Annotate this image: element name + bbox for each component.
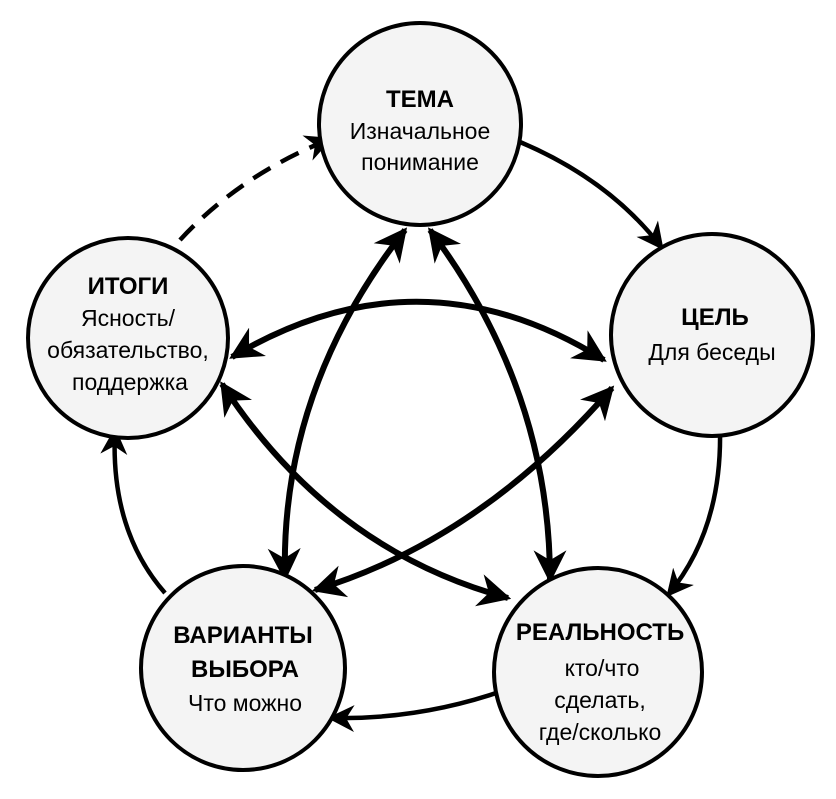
node-cel: ЦЕЛЬ Для беседы xyxy=(609,232,815,438)
edge-itogi-realnost xyxy=(219,381,512,607)
node-tema: ТЕМА Изначальное понимание xyxy=(317,21,523,227)
node-varianty: ВАРИАНТЫ ВЫБОРА Что можно xyxy=(139,564,347,772)
node-itogi-title: ИТОГИ xyxy=(88,273,169,300)
node-itogi: ИТОГИ Ясность/ обязательство, поддержка xyxy=(26,236,230,440)
edge-itogi-cel xyxy=(229,298,607,363)
node-varianty-line-1: Что можно xyxy=(188,690,302,716)
node-realnost-line-3: где/сколько xyxy=(539,719,662,745)
edge-tema-to-cel xyxy=(519,139,664,251)
edge-varianty-to-itogi xyxy=(100,427,167,595)
node-realnost-line-2: сделать, xyxy=(554,687,646,713)
node-itogi-line-3: поддержка xyxy=(72,369,188,395)
edge-cel-to-realnost xyxy=(666,429,723,598)
node-cel-line-1: Для беседы xyxy=(648,339,775,365)
node-itogi-line-1: Ясность/ xyxy=(81,305,176,331)
node-varianty-title-line-2: ВЫБОРА xyxy=(191,656,299,683)
node-itogi-line-2: обязательство, xyxy=(47,337,209,363)
node-tema-line-1: Изначальное xyxy=(350,118,491,144)
node-realnost-line-1: кто/что xyxy=(565,655,640,681)
edge-cel-varianty xyxy=(311,385,615,598)
node-tema-line-2: понимание xyxy=(361,149,479,175)
edge-tema-varianty xyxy=(267,227,408,582)
node-realnost-title: РЕАЛЬНОСТЬ xyxy=(516,619,684,646)
edge-itogi-to-tema-dashed xyxy=(178,135,333,242)
node-realnost: РЕАЛЬНОСТЬ кто/что сделать, где/сколько xyxy=(492,566,704,778)
edge-realnost-to-varianty xyxy=(327,687,506,733)
node-cel-title: ЦЕЛЬ xyxy=(681,304,749,331)
node-varianty-title-line-1: ВАРИАНТЫ xyxy=(173,622,313,649)
node-tema-title: ТЕМА xyxy=(386,86,454,113)
